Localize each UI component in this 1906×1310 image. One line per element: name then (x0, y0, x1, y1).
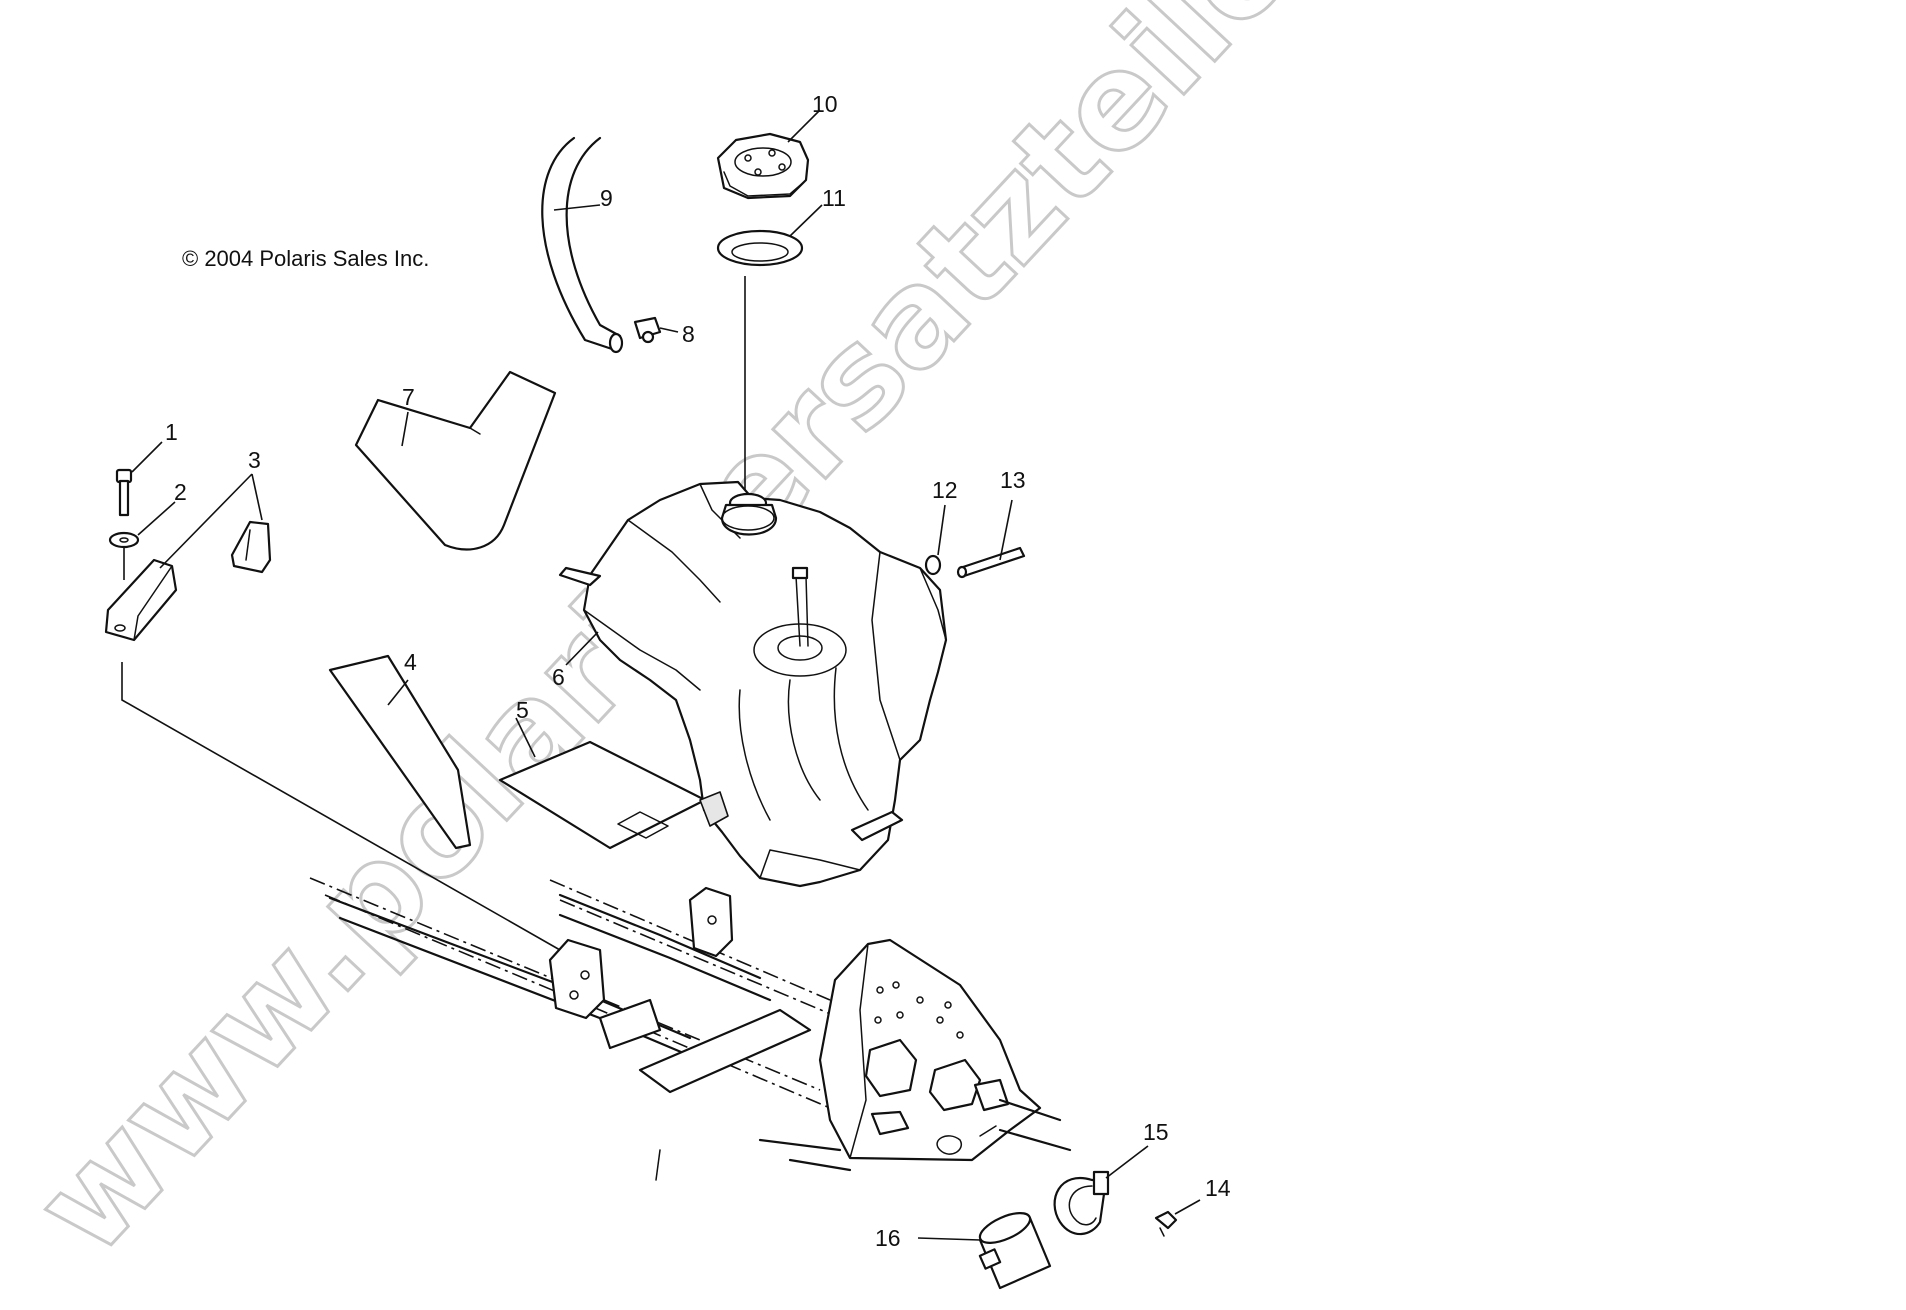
callout-11: 11 (822, 185, 846, 211)
part-14-screw (1154, 1210, 1178, 1237)
part-9-hose (541, 136, 624, 354)
part-3-bracket-left (104, 558, 178, 642)
leader-lines (121, 109, 1201, 1241)
part-1-bolt (115, 468, 133, 517)
callout-12: 12 (932, 477, 958, 503)
part-7-pad (354, 370, 557, 551)
part-8-fitting (633, 316, 662, 344)
callout-15: 15 (1143, 1119, 1169, 1145)
callout-labels: 1 2 3 4 5 6 7 8 9 10 11 12 13 14 15 16 (165, 91, 1231, 1251)
part-10-fuel-cap (716, 132, 810, 200)
part-4-sheet (328, 654, 472, 850)
callout-3: 3 (248, 447, 261, 473)
callout-6: 6 (552, 664, 565, 690)
part-12-grommet (924, 554, 942, 576)
part-11-gasket (716, 229, 804, 267)
part-16-fuel-filter (978, 1212, 1052, 1290)
callout-10: 10 (812, 91, 838, 117)
callout-13: 13 (1000, 467, 1026, 493)
part-15-clamp (1053, 1170, 1110, 1236)
callout-16: 16 (875, 1225, 901, 1251)
part-6-fuel-tank (558, 480, 948, 888)
part-13-rod (956, 546, 1026, 579)
callout-4: 4 (404, 649, 417, 675)
part-2-washer (108, 531, 140, 580)
callout-7: 7 (402, 384, 415, 410)
callout-14: 14 (1205, 1175, 1231, 1201)
copyright-text: © 2004 Polaris Sales Inc. (182, 246, 429, 271)
callout-2: 2 (174, 479, 187, 505)
frame-chassis (309, 877, 1072, 1181)
callout-8: 8 (682, 321, 695, 347)
part-3-bracket-right (230, 520, 272, 574)
callout-5: 5 (516, 697, 529, 723)
callout-1: 1 (165, 419, 178, 445)
callout-9: 9 (600, 185, 613, 211)
